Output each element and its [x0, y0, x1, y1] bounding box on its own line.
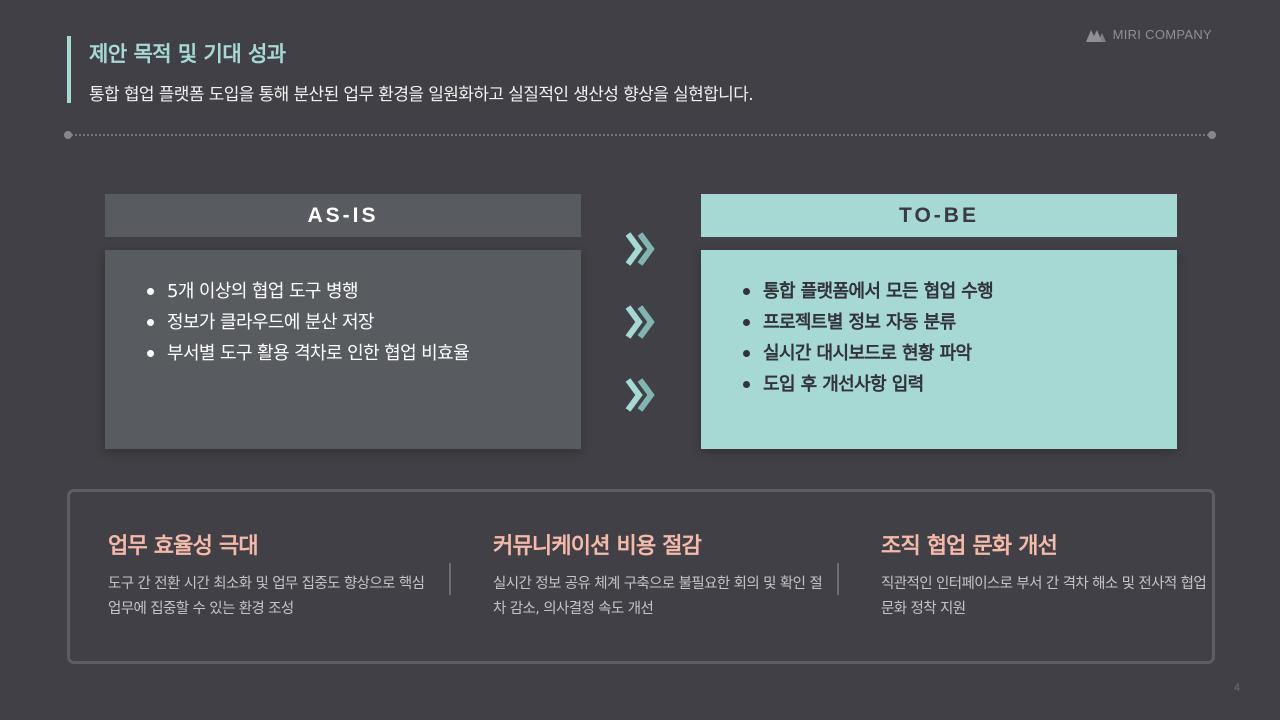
tobe-item: 실시간 대시보드로 현황 파악: [743, 338, 1177, 369]
brand-name: MIRI COMPANY: [1112, 27, 1212, 42]
asis-panel: 5개 이상의 협업 도구 병행 정보가 클라우드에 분산 저장 부서별 도구 활…: [105, 250, 581, 449]
outcome-description: 실시간 정보 공유 체계 구축으로 불필요한 회의 및 확인 절차 감소, 의사…: [493, 576, 823, 617]
title-block: 제안 목적 및 기대 성과 통합 협업 플랫폼 도입을 통해 분산된 업무 환경…: [67, 36, 754, 105]
asis-header: AS-IS: [105, 194, 581, 237]
tobe-item: 도입 후 개선사항 입력: [743, 369, 1177, 400]
brand-logo: MIRI COMPANY: [1085, 27, 1212, 42]
page-subtitle: 통합 협업 플랫폼 도입을 통해 분산된 업무 환경을 일원화하고 실질적인 생…: [89, 85, 754, 105]
outcome-title: 업무 효율성 극대: [108, 534, 259, 559]
double-chevron-right-icon: [625, 232, 655, 266]
outcome-separator: [837, 563, 839, 595]
asis-item: 부서별 도구 활용 격차로 인한 협업 비효율: [147, 338, 581, 369]
outcome-title: 조직 협업 문화 개선: [881, 534, 1058, 559]
asis-item: 5개 이상의 협업 도구 병행: [147, 276, 581, 307]
asis-item: 정보가 클라우드에 분산 저장: [147, 307, 581, 338]
outcomes-panel: 업무 효율성 극대 도구 간 전환 시간 최소화 및 업무 집중도 향상으로 핵…: [67, 489, 1215, 664]
divider-dot-left: [64, 131, 72, 139]
outcome-communication: 커뮤니케이션 비용 절감 실시간 정보 공유 체계 구축으로 불필요한 회의 및…: [493, 528, 823, 622]
double-chevron-right-icon: [625, 305, 655, 339]
asis-label: AS-IS: [307, 203, 379, 227]
tobe-header: TO-BE: [701, 194, 1177, 237]
outcome-efficiency: 업무 효율성 극대 도구 간 전환 시간 최소화 및 업무 집중도 향상으로 핵…: [108, 528, 438, 622]
outcome-description: 도구 간 전환 시간 최소화 및 업무 집중도 향상으로 핵심 업무에 집중할 …: [108, 576, 425, 617]
tobe-label: TO-BE: [899, 203, 979, 227]
outcome-separator: [449, 563, 451, 595]
tobe-list: 통합 플랫폼에서 모든 협업 수행 프로젝트별 정보 자동 분류 실시간 대시보…: [743, 276, 1177, 400]
divider-dot-right: [1208, 131, 1216, 139]
page-number: 4: [1233, 682, 1240, 694]
tobe-item: 통합 플랫폼에서 모든 협업 수행: [743, 276, 1177, 307]
mountain-logo-icon: [1085, 29, 1106, 42]
tobe-panel: 통합 플랫폼에서 모든 협업 수행 프로젝트별 정보 자동 분류 실시간 대시보…: [701, 250, 1177, 449]
asis-list: 5개 이상의 협업 도구 병행 정보가 클라우드에 분산 저장 부서별 도구 활…: [147, 276, 581, 369]
tobe-item: 프로젝트별 정보 자동 분류: [743, 307, 1177, 338]
outcome-culture: 조직 협업 문화 개선 직관적인 인터페이스로 부서 간 격차 해소 및 전사적…: [881, 528, 1211, 622]
outcome-title: 커뮤니케이션 비용 절감: [493, 534, 702, 559]
outcome-description: 직관적인 인터페이스로 부서 간 격차 해소 및 전사적 협업 문화 정착 지원: [881, 576, 1207, 617]
double-chevron-right-icon: [625, 378, 655, 412]
page-title: 제안 목적 및 기대 성과: [89, 42, 286, 66]
header-divider: [67, 134, 1213, 136]
